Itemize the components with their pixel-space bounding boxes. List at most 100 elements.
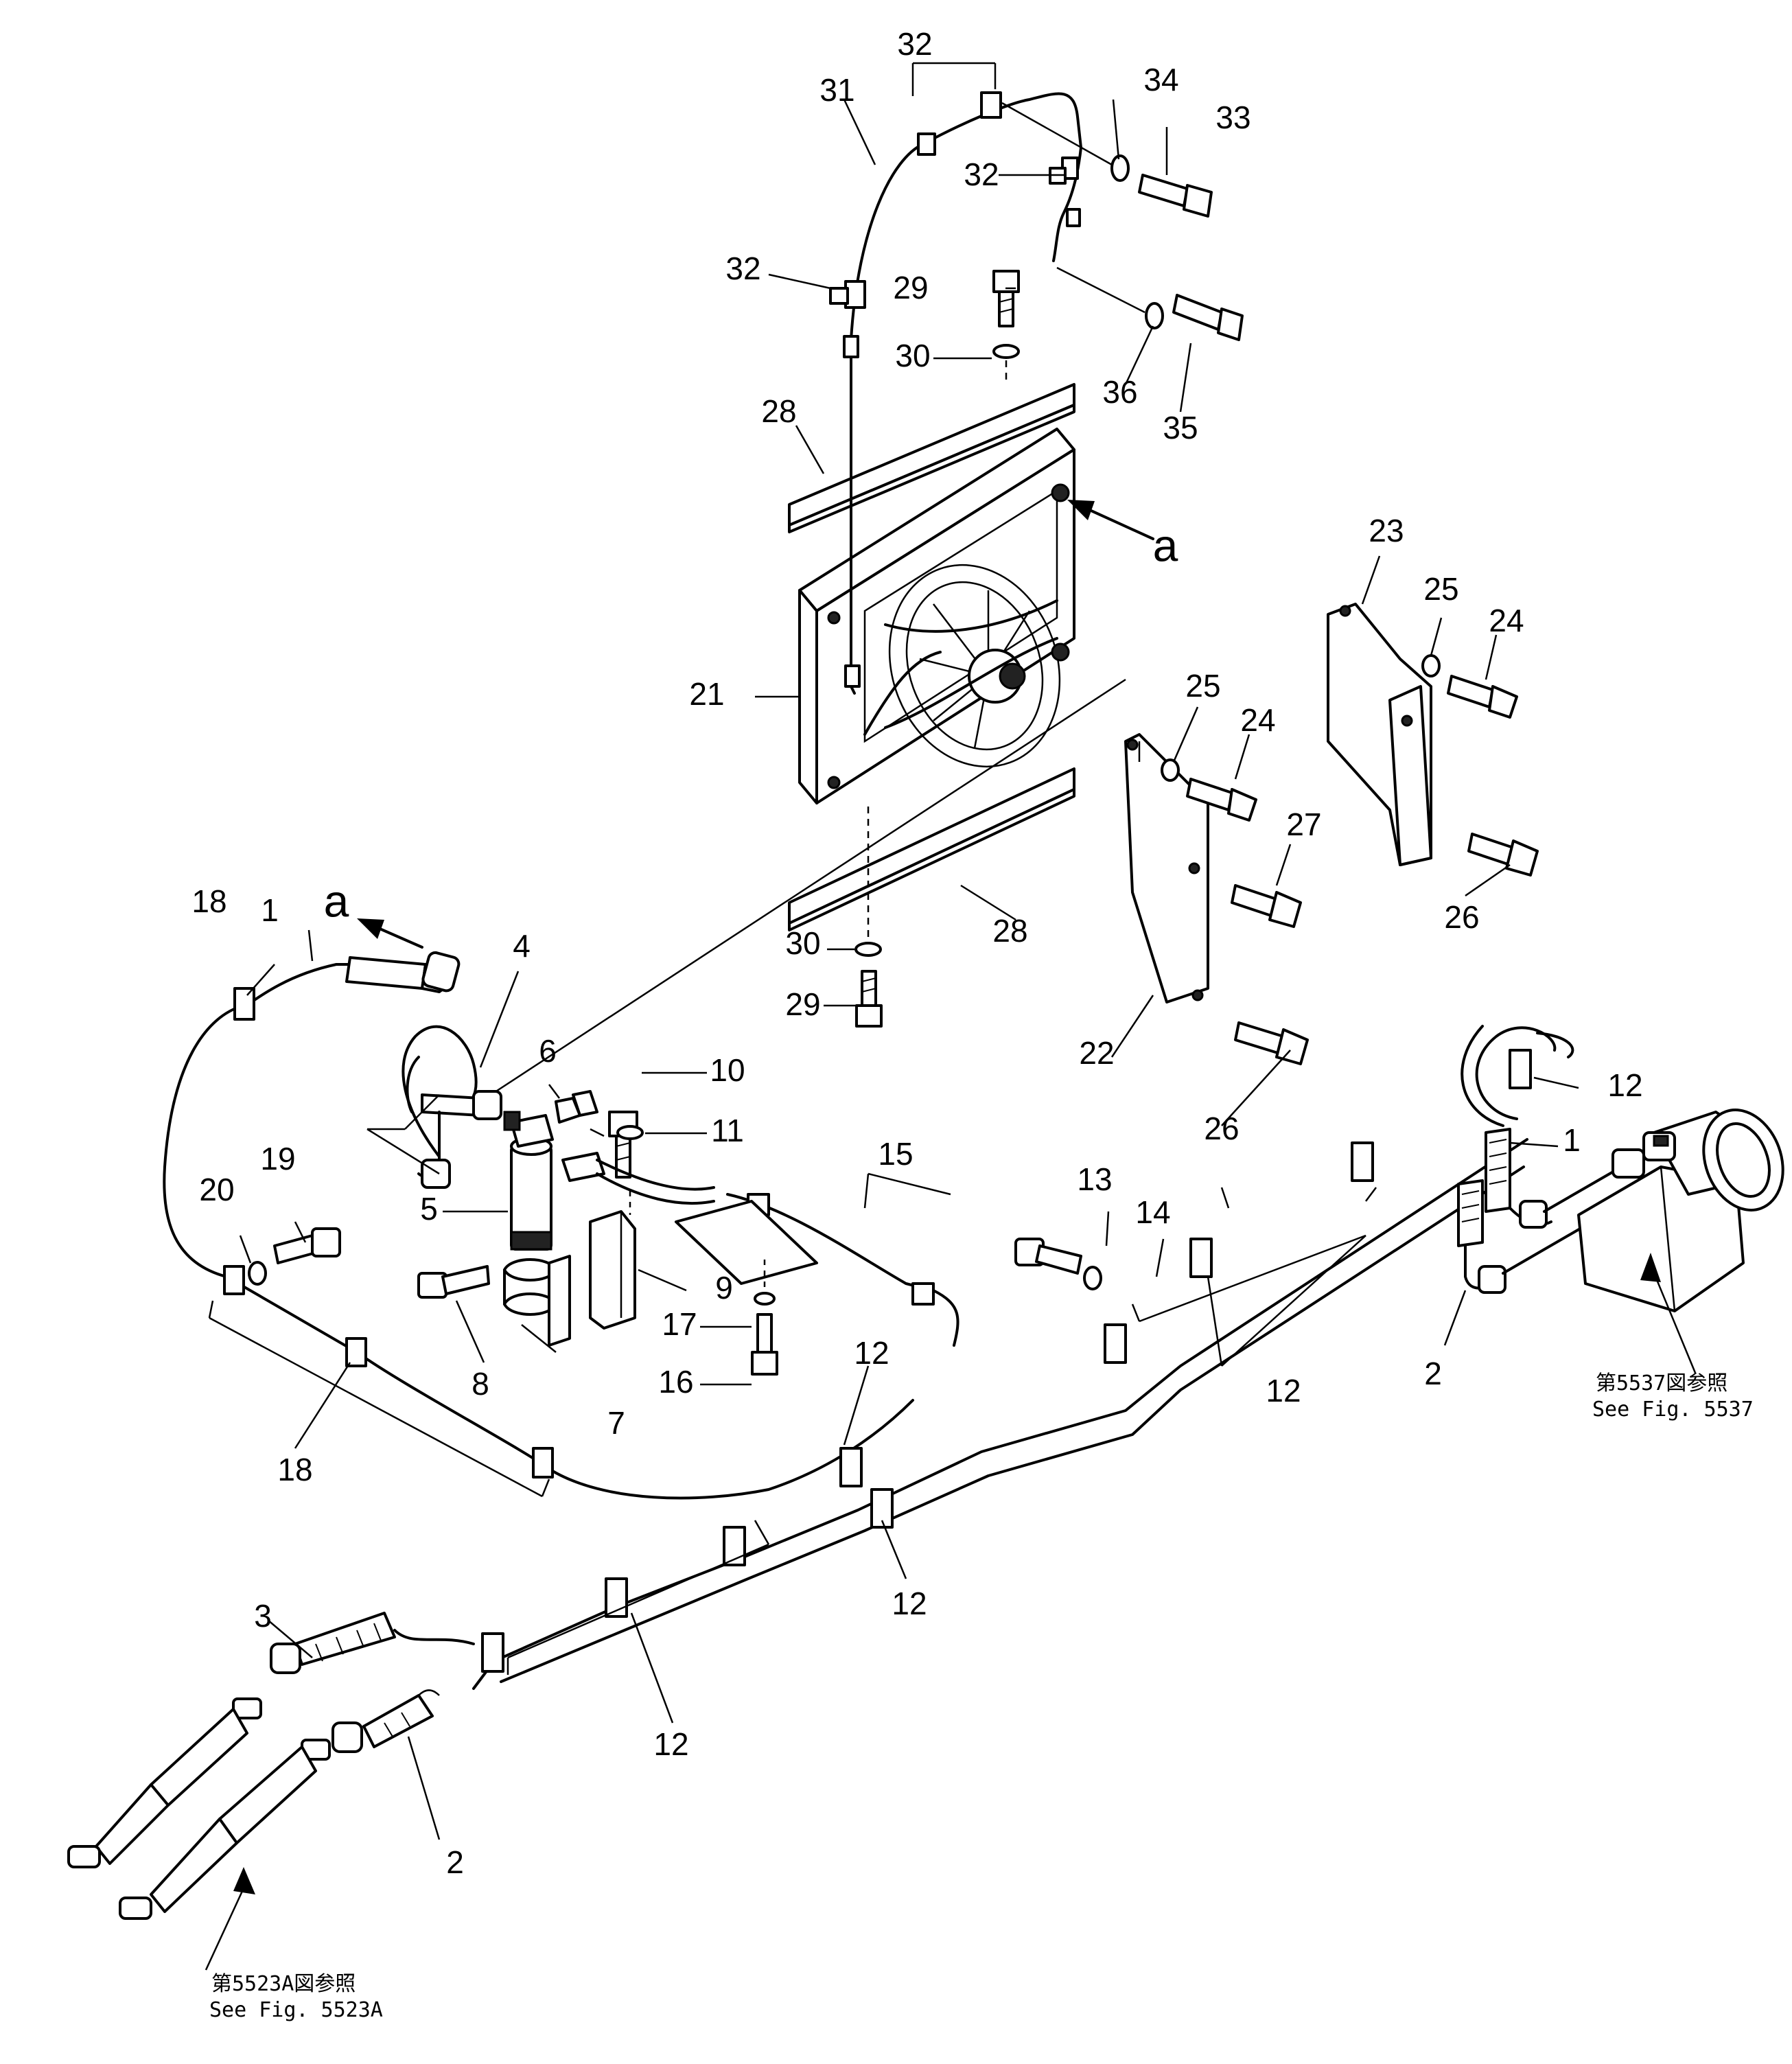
callout-25: 25: [1185, 668, 1220, 704]
callout-labels: 1 1 2 2 3 4 5 6 7 8 9 10 11 12 12 12 12 …: [191, 26, 1642, 1880]
callout-1: 1: [1563, 1122, 1581, 1158]
bolt-19: [273, 1227, 341, 1264]
bolt-13: [1014, 1238, 1082, 1275]
callout-29: 29: [893, 270, 928, 305]
washer-25-a: [1161, 758, 1180, 782]
callout-12: 12: [1607, 1067, 1642, 1103]
callout-21: 21: [689, 676, 724, 712]
hose-1-left: [235, 951, 461, 1014]
bracket-28-top: [788, 383, 1075, 533]
callout-24: 24: [1489, 603, 1524, 638]
callout-30: 30: [895, 338, 930, 373]
callout-29: 29: [785, 986, 820, 1022]
callout-32: 32: [964, 156, 999, 192]
callout-18: 18: [191, 883, 226, 919]
callout-31: 31: [819, 72, 854, 108]
hose-4: [402, 1025, 502, 1189]
coupler-lower: [119, 1739, 331, 1920]
callout-26: 26: [1204, 1111, 1239, 1146]
callout-35: 35: [1163, 410, 1198, 445]
hose-2-left: [331, 1689, 440, 1753]
cover-22: [1124, 733, 1209, 1004]
callout-19: 19: [260, 1141, 295, 1176]
callout-28: 28: [992, 913, 1027, 949]
washer-11: [616, 1125, 644, 1140]
callout-25: 25: [1423, 571, 1458, 607]
compressor: [1577, 1109, 1784, 1312]
callout-30: 30: [785, 925, 820, 961]
fitting-6: [555, 1090, 598, 1124]
callout-14: 14: [1135, 1194, 1170, 1230]
callout-22: 22: [1079, 1035, 1114, 1071]
callout-12: 12: [892, 1586, 927, 1621]
hose-15: [561, 1152, 959, 1347]
clamp-18-d: [532, 1447, 554, 1479]
washer-25-b: [1421, 654, 1441, 677]
callout-20: 20: [199, 1172, 234, 1207]
ref-right-en: See Fig. 5537: [1592, 1398, 1754, 1422]
callout-2: 2: [446, 1844, 464, 1880]
callout-34: 34: [1143, 62, 1178, 97]
callout-11: 11: [711, 1113, 744, 1148]
callout-12: 12: [854, 1335, 889, 1371]
callout-36: 36: [1102, 374, 1137, 410]
callout-8: 8: [472, 1366, 489, 1402]
bolt-35: [1172, 294, 1244, 341]
callout-3: 3: [254, 1598, 272, 1634]
bracket-9: [589, 1210, 636, 1330]
callout-18: 18: [277, 1452, 312, 1487]
clamps-12: [481, 1049, 1532, 1673]
callout-10: 10: [710, 1052, 745, 1088]
callout-5: 5: [420, 1191, 438, 1227]
callout-6: 6: [539, 1033, 557, 1069]
clamp-32-b: [917, 91, 1002, 156]
connector-31-lower: [844, 664, 861, 688]
washer-30-top: [992, 344, 1020, 359]
callout-32: 32: [897, 26, 932, 62]
callout-9: 9: [715, 1270, 733, 1306]
washer-36: [1145, 302, 1164, 329]
callout-4: 4: [513, 928, 531, 964]
callout-1: 1: [261, 892, 279, 928]
callout-15: 15: [878, 1136, 913, 1172]
clamp-18-c: [345, 1337, 367, 1367]
cover-23: [1327, 603, 1432, 866]
callout-16: 16: [658, 1364, 693, 1400]
callout-24: 24: [1240, 702, 1275, 738]
callout-28: 28: [761, 393, 796, 429]
callout-33: 33: [1215, 100, 1250, 135]
ref-left-jp: 第5523A図参照: [211, 1972, 356, 1996]
bracket-15-plate: [675, 1200, 818, 1285]
callout-27: 27: [1286, 807, 1321, 842]
callout-7: 7: [607, 1405, 625, 1441]
figure-references: 第5537図参照 See Fig. 5537 第5523A図参照 See Fig…: [209, 1371, 1754, 2022]
hose-2-right: [1457, 1179, 1662, 1294]
callout-23: 23: [1369, 513, 1404, 548]
bolt-16: [751, 1313, 778, 1376]
bolt-27: [1231, 884, 1302, 928]
callout-13: 13: [1077, 1161, 1112, 1197]
washer-34: [1110, 154, 1130, 182]
hose-3: [270, 1612, 475, 1674]
clamp-18-b: [223, 1265, 245, 1295]
bolt-26-a: [1234, 1021, 1309, 1065]
tube-3: [472, 1138, 1528, 1690]
callout-17: 17: [662, 1306, 697, 1342]
marker-a-left: a: [324, 875, 349, 926]
ref-left-en: See Fig. 5523A: [209, 1998, 383, 2022]
bracket-28-bottom: [788, 767, 1075, 931]
callout-26: 26: [1444, 899, 1479, 935]
clamp-18-a: [233, 987, 255, 1021]
washer-20: [248, 1261, 267, 1286]
leader-lines: [205, 62, 1579, 1971]
arrow-a-left: [357, 918, 423, 949]
bolt-24-a: [1186, 778, 1257, 822]
clamp-32-a: [829, 280, 866, 309]
condenser-unit: [798, 428, 1075, 804]
bolt-24-b: [1447, 675, 1518, 719]
callout-12: 12: [653, 1726, 688, 1762]
callout-12: 12: [1266, 1373, 1301, 1408]
marker-a-top: a: [1153, 520, 1178, 570]
bolt-29-top: [992, 270, 1020, 327]
